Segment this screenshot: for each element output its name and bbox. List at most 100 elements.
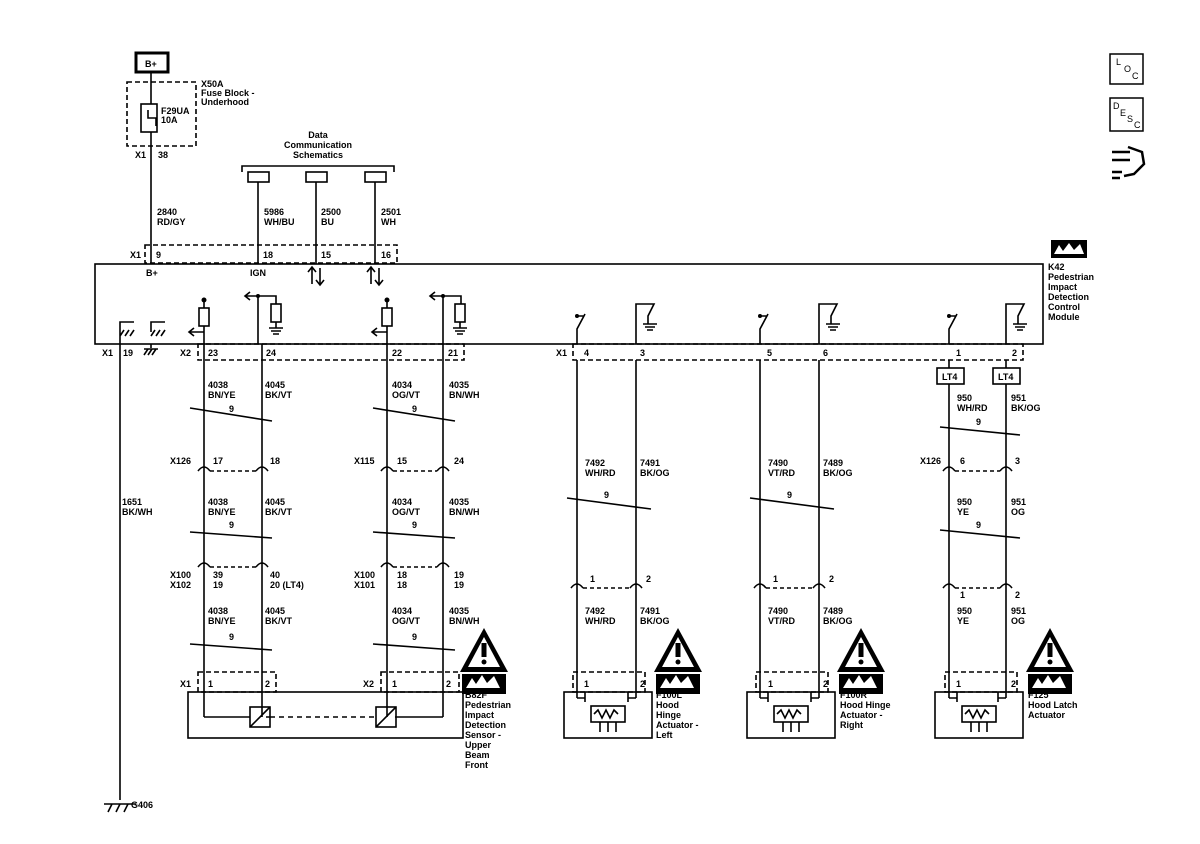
pin-label: 23 (208, 348, 218, 358)
pin-label: 15 (397, 456, 407, 466)
pin-label: 39 (213, 570, 223, 580)
loc-icon-letter: C (1132, 71, 1139, 81)
wire-circuit: 4045 (265, 606, 285, 616)
pin-label: 1 (773, 574, 778, 584)
wire-circuit: 4045 (265, 380, 285, 390)
wire-circuit: 1651 (122, 497, 142, 507)
wire-color: WH/RD (957, 403, 988, 413)
wire-color: OG (1011, 507, 1025, 517)
pin-label: 17 (213, 456, 223, 466)
connector-label: X100 (354, 570, 375, 580)
wire-color: BN/YE (208, 390, 236, 400)
wire-color: OG/VT (392, 507, 421, 517)
twist-label: 9 (976, 520, 981, 530)
wire-color: BN/WH (449, 616, 480, 626)
component-name: Impact (465, 710, 494, 720)
connector-label: X1 (180, 679, 191, 689)
wire-color: BK/WH (122, 507, 153, 517)
caution-icon (837, 628, 885, 694)
loc-icon-letter: O (1124, 64, 1131, 74)
wire-color: YE (957, 616, 969, 626)
wire-color: BK/OG (640, 468, 670, 478)
pin-label: 6 (960, 456, 965, 466)
component-name: Upper (465, 740, 492, 750)
wire-color: BK/VT (265, 390, 293, 400)
wire-color: OG (1011, 616, 1025, 626)
twist-label: 9 (976, 417, 981, 427)
wire-circuit: 2500 (321, 207, 341, 217)
wire-circuit: 4034 (392, 497, 412, 507)
connector-label: X100 (170, 570, 191, 580)
wire-color: OG/VT (392, 616, 421, 626)
pin-label: 16 (381, 250, 391, 260)
wire-circuit: 950 (957, 606, 972, 616)
wire-color: WH (381, 217, 396, 227)
pin-label: 1 (208, 679, 213, 689)
wire-color: BK/VT (265, 507, 293, 517)
data-comm-label: Communication (284, 140, 352, 150)
pin-label: 22 (392, 348, 402, 358)
wire-circuit: 4038 (208, 380, 228, 390)
pin-label: 15 (321, 250, 331, 260)
wire-circuit: 7490 (768, 458, 788, 468)
component-id: F125 (1028, 690, 1049, 700)
data-comm-label: Data (308, 130, 329, 140)
data-comm-label: Schematics (293, 150, 343, 160)
connector-label: X1 (135, 150, 146, 160)
pin-label: 1 (584, 679, 589, 689)
wire-circuit: 4035 (449, 497, 469, 507)
wire-color: BN/WH (449, 390, 480, 400)
pin-label: 9 (156, 250, 161, 260)
twist-label: 9 (229, 404, 234, 414)
component-name: Beam (465, 750, 490, 760)
component-name: Left (656, 730, 673, 740)
wire-color: WH/RD (585, 468, 616, 478)
module-name: Control (1048, 302, 1080, 312)
wire-circuit: 2501 (381, 207, 401, 217)
wire-circuit: 7491 (640, 458, 660, 468)
connector-label: X2 (180, 348, 191, 358)
twist-label: 9 (604, 490, 609, 500)
wire-color: BK/OG (1011, 403, 1041, 413)
pin-label: 18 (397, 580, 407, 590)
twist-label: 9 (229, 632, 234, 642)
connector-label: X101 (354, 580, 375, 590)
wire-color: BN/YE (208, 507, 236, 517)
pin-label: 3 (640, 348, 645, 358)
desc-icon-letter: S (1127, 114, 1133, 124)
wire-color: BK/VT (265, 616, 293, 626)
component-name: Right (840, 720, 863, 730)
wire-color: VT/RD (768, 468, 796, 478)
pin-label: 20 (LT4) (270, 580, 304, 590)
pin-label: 18 (263, 250, 273, 260)
pin-label: 2 (1011, 679, 1016, 689)
loc-icon-letter: L (1116, 57, 1121, 67)
wire-color: BK/OG (823, 616, 853, 626)
module-name: Module (1048, 312, 1080, 322)
fuse-id: F29UA (161, 106, 190, 116)
pin-label: 1 (960, 590, 965, 600)
pin-label: 3 (1015, 456, 1020, 466)
pin-label: 1 (956, 679, 961, 689)
description-button[interactable]: D E S C (1109, 97, 1144, 132)
twist-label: 9 (412, 632, 417, 642)
pin-label: 2 (446, 679, 451, 689)
pin-label: 1 (768, 679, 773, 689)
wire-color: BK/OG (823, 468, 853, 478)
component-name: Pedestrian (465, 700, 511, 710)
wire-circuit: 4038 (208, 606, 228, 616)
pin-label: 1 (392, 679, 397, 689)
component-name: Hinge (656, 710, 681, 720)
connector-hand-icon[interactable] (1112, 145, 1146, 180)
component-name: Hood (656, 700, 679, 710)
connector-label: X126 (170, 456, 191, 466)
location-button[interactable]: L O C (1109, 53, 1144, 85)
wire-circuit: 7491 (640, 606, 660, 616)
pin-label: 24 (266, 348, 276, 358)
wire-circuit: 951 (1011, 393, 1026, 403)
caution-icon (1026, 628, 1074, 694)
component-id: F100L (656, 690, 683, 700)
desc-icon-letter: C (1134, 120, 1141, 130)
wire-circuit: 950 (957, 497, 972, 507)
